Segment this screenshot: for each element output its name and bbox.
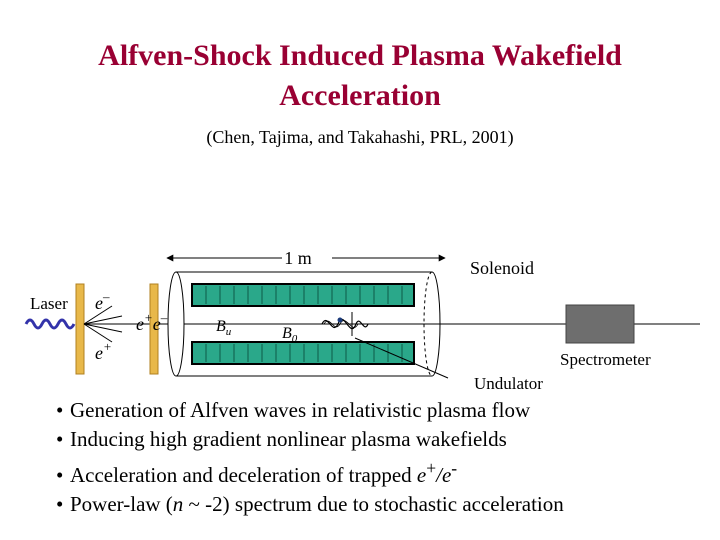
bullet-item-3: •Acceleration and deceleration of trappe…	[56, 458, 458, 487]
undulator-pointer	[354, 337, 449, 379]
upper-coil	[191, 283, 415, 307]
spectrometer-label: Spectrometer	[560, 350, 651, 369]
spectrometer-box	[565, 304, 635, 344]
converter-plate	[149, 283, 159, 375]
solenoid	[167, 271, 441, 377]
title-line-2: Acceleration	[279, 79, 441, 112]
laser-wave	[24, 318, 76, 330]
upper-coil-windings	[205, 286, 403, 304]
bu-field-label: Bu	[216, 318, 232, 338]
solenoid-front-cap	[167, 271, 185, 377]
undulator-label: Undulator	[474, 374, 543, 393]
slide-title: Alfven-Shock Induced Plasma Wakefield Ac…	[0, 36, 720, 116]
laser-label: Laser	[30, 294, 68, 313]
bullet-item-1: •Generation of Alfven waves in relativis…	[56, 398, 531, 422]
length-label: 1 m	[284, 248, 312, 268]
alfven-wave-packet	[321, 312, 369, 336]
pair-label: e+e–	[136, 310, 168, 334]
bullet-item-2: •Inducing high gradient nonlinear plasma…	[56, 427, 507, 451]
solenoid-label: Solenoid	[470, 258, 534, 278]
citation: (Chen, Tajima, and Takahashi, PRL, 2001)	[206, 127, 514, 147]
particle-fan	[83, 305, 130, 343]
b0-field-label: B0	[282, 325, 298, 345]
accelerator-diagram: 1 m Solenoid Laser	[24, 248, 700, 393]
foil-target	[75, 283, 85, 375]
positron-label: e+	[95, 339, 112, 363]
title-line-1: Alfven-Shock Induced Plasma Wakefield	[98, 39, 622, 72]
bullet-item-4: •Power-law (n ~ -2) spectrum due to stoc…	[56, 492, 564, 516]
bullet-list: •Generation of Alfven waves in relativis…	[56, 396, 564, 519]
electron-label: e–	[95, 289, 110, 313]
solenoid-back-edge	[423, 271, 433, 377]
lower-coil-windings	[205, 344, 403, 362]
lower-coil	[191, 341, 415, 365]
